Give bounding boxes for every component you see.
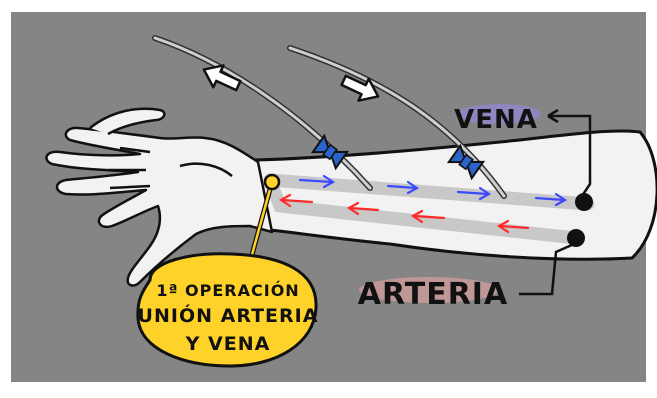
artery-endpoint	[567, 229, 585, 247]
arteria-label: ARTERIA	[358, 277, 508, 312]
operation-line-3: Y VENA	[185, 333, 271, 355]
vena-label: VENA	[454, 105, 538, 135]
operation-line-1: 1ª OPERACIÓN	[156, 281, 299, 300]
anastomosis-point	[265, 175, 279, 189]
vein-endpoint	[575, 193, 593, 211]
operation-line-2: UNIÓN ARTERIA	[138, 303, 319, 327]
